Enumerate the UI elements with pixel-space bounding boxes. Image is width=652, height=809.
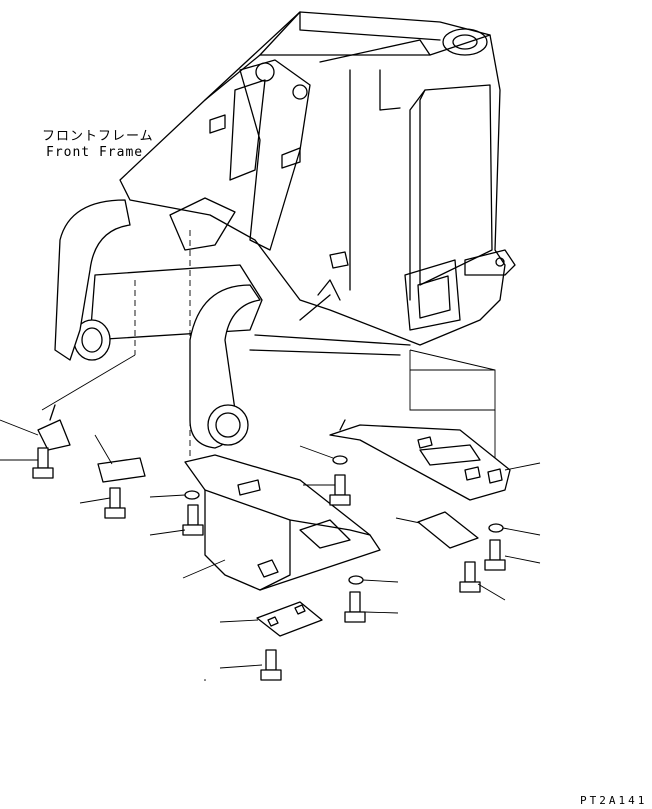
bolt-right-lower bbox=[459, 561, 506, 601]
front-frame bbox=[54, 11, 516, 449]
small-plate-right bbox=[395, 511, 479, 549]
bolt-center bbox=[303, 474, 351, 506]
washer-lower-center bbox=[348, 575, 399, 585]
bolt-left bbox=[0, 447, 54, 479]
washer-right bbox=[488, 523, 541, 536]
center-guard-cover bbox=[182, 454, 381, 591]
bolt-left-center bbox=[79, 487, 126, 519]
washer-center-left bbox=[149, 490, 200, 500]
right-long-bracket bbox=[329, 419, 541, 501]
bolt-lower-center bbox=[344, 591, 399, 623]
washer-center bbox=[299, 445, 348, 465]
small-plate-left bbox=[94, 434, 146, 483]
left-small-bracket bbox=[0, 404, 71, 451]
bolt-right-upper bbox=[484, 539, 541, 571]
front-frame-label-en: Front Frame bbox=[46, 145, 144, 160]
bolt-lower bbox=[204, 649, 282, 681]
small-plate-lower bbox=[219, 601, 323, 637]
figure-code: PT2A141 bbox=[580, 794, 648, 807]
front-frame-label-ja: フロントフレーム bbox=[42, 129, 154, 144]
bolt-center-left bbox=[149, 504, 204, 536]
